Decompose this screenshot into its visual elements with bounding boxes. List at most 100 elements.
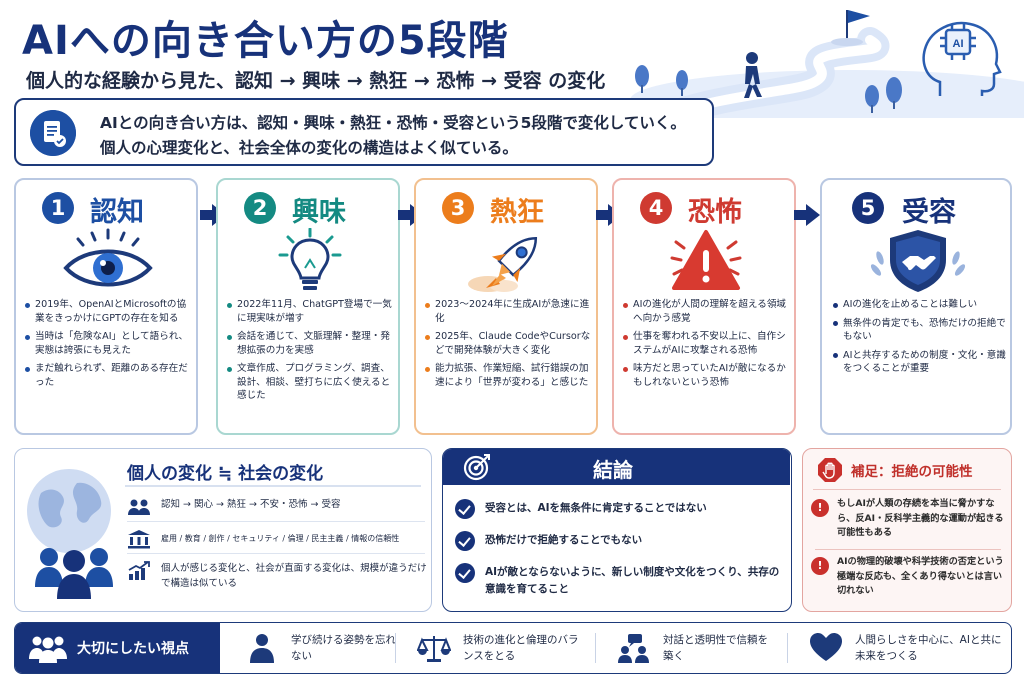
list-item: 仕事を奪われる不安以上に、自作システムがAIに攻撃される恐怖: [622, 330, 792, 357]
footer-item-text: 対話と透明性で信頼を築く: [663, 634, 768, 662]
list-item: AIの進化を止めることは難しい: [832, 298, 1008, 312]
divider: [127, 521, 425, 522]
footer-item-text: 技術の進化と倫理のバランスをとる: [463, 634, 579, 662]
conclusion-header: [443, 449, 790, 485]
intro-box: AIとの向き合い方は、認知・興味・熱狂・恐怖・受容という5段階で変化していく。 …: [14, 98, 714, 166]
tree-icon: [635, 65, 902, 113]
check-circle-icon: [455, 563, 475, 583]
check-circle-icon: [455, 531, 475, 551]
stage-title: 認知: [90, 197, 144, 228]
conclusion-item: AIが敵とならないように、新しい制度や文化をつくり、共存の意識を育てること: [455, 563, 785, 598]
dialogue-icon: [618, 634, 649, 663]
society-row: 個人が感じる変化と、社会が直面する変化は、規模が違うだけで構造は似ている: [127, 561, 427, 591]
footer-title: 大切にしたい視点: [77, 641, 189, 657]
globe-people-icon: [27, 469, 113, 599]
list-item: まだ触れられず、距離のある存在だった: [24, 362, 194, 389]
society-row: 認知 → 関心 → 熱狂 → 不安・恐怖 → 受容: [127, 497, 427, 517]
exclamation-icon: !: [811, 557, 829, 575]
stage-card-fear: 4 恐怖 AIの進化が人間の理解を超える領域へ向かう感覚 仕事を奪われる不安以上…: [612, 178, 796, 435]
heart-icon: [810, 633, 842, 661]
conclusion-item: 恐怖だけで拒絶することでもない: [455, 531, 785, 551]
divider: [395, 633, 396, 663]
note-title: 補足：拒絶の可能性: [851, 464, 973, 480]
stage-number: 5: [852, 192, 884, 224]
footer-item: 技術の進化と倫理のバランスをとる: [417, 623, 583, 673]
conclusion-item-text: AIが敵とならないように、新しい制度や文化をつくり、共存の意識を育てること: [485, 566, 780, 595]
handshake-shield-icon: [870, 230, 966, 292]
stage-card-interest: 2 興味 2022年11月、ChatGPT登場で一気に現実味が増す 会話を通じて…: [216, 178, 400, 435]
arrow-icon: [794, 204, 820, 226]
list-item: AIの進化が人間の理解を超える領域へ向かう感覚: [622, 298, 792, 325]
footer-item-text: 人間らしさを中心に、AIと共に未来をつくる: [855, 634, 1002, 662]
stage-card-acceptance: 5 受容 AIの進化を止めることは難しい 無条件の肯定でも、恐怖だけの拒絶でもな…: [820, 178, 1012, 435]
intro-text-line: 個人の心理変化と、社会全体の変化の構造はよく似ている。: [100, 139, 518, 157]
conclusion-title: 結論: [593, 458, 633, 482]
intro-text-line: AIとの向き合い方は、認知・興味・熱狂・恐怖・受容という5段階で変化していく。: [100, 114, 686, 132]
stage-title: 興味: [292, 197, 346, 228]
stage-title: 熱狂: [490, 197, 544, 228]
stop-hand-icon: [818, 458, 842, 482]
note-item: ! もしAIが人類の存続を本当に脅かすなら、反AI・反科学主義的な運動が起きる可…: [811, 497, 1007, 541]
list-item: 能力拡張、作業短縮、試行錯誤の加速により「世界が変わる」と感じた: [424, 362, 594, 389]
path-to-goal-illustration: AI: [630, 10, 1024, 118]
stage-bullet-list: 2019年、OpenAIとMicrosoftの協業をきっかけにGPTの存在を知る…: [24, 298, 194, 394]
eye-icon: [63, 228, 153, 287]
divider: [125, 485, 421, 487]
stage-bullet-list: 2023〜2024年に生成AIが急速に進化 2025年、Claude Codeや…: [424, 298, 594, 394]
society-title: 個人の変化 ≒ 社会の変化: [127, 464, 324, 484]
flag-icon: [831, 10, 870, 46]
rocket-icon: [468, 236, 538, 292]
list-item: 2025年、Claude CodeやCursorなどで開発体験が大きく変化: [424, 330, 594, 357]
note-item-text: AIの物理的破壊や科学技術の否定という極端な反応も、全くあり得ないとは言い切れな…: [837, 556, 1004, 596]
list-item: 会話を通じて、文脈理解・整理・発想拡張の力を実感: [226, 330, 396, 357]
institution-icon: [128, 530, 150, 549]
list-item: 味方だと思っていたAIが敵になるかもしれないという恐怖: [622, 362, 792, 389]
divider: [127, 553, 425, 554]
footer-item: 学び続ける姿勢を忘れない: [245, 623, 401, 673]
list-item: 文章作成、プログラミング、調査、設計、相談、壁打ちに広く使えると感じた: [226, 362, 396, 403]
stage-card-cognition: 1 認知 2019年、OpenAIとMicrosoftの協業をきっかけにGPTの…: [14, 178, 198, 435]
check-circle-icon: [455, 499, 475, 519]
people-icon: [128, 499, 150, 515]
stage-number: 3: [442, 192, 474, 224]
stage-bullet-list: AIの進化が人間の理解を超える領域へ向かう感覚 仕事を奪われる不安以上に、自作シ…: [622, 298, 792, 394]
stage-number: 2: [244, 192, 276, 224]
society-panel: 個人の変化 ≒ 社会の変化 認知 → 関心 → 熱狂 → 不安・恐怖 → 受容 …: [14, 448, 432, 612]
society-row-text: 個人が感じる変化と、社会が直面する変化は、規模が違うだけで構造は似ている: [161, 563, 427, 589]
conclusion-item: 受容とは、AIを無条件に肯定することではない: [455, 499, 785, 519]
footer-item: 人間らしさを中心に、AIと共に未来をつくる: [809, 623, 1005, 673]
walking-person-icon: [744, 52, 762, 98]
note-panel: 補足：拒絶の可能性 ! もしAIが人類の存続を本当に脅かすなら、反AI・反科学主…: [802, 448, 1012, 612]
stage-number: 4: [640, 192, 672, 224]
growth-chart-icon: [128, 561, 150, 580]
list-item: 2019年、OpenAIとMicrosoftの協業をきっかけにGPTの存在を知る: [24, 298, 194, 325]
document-check-icon: [30, 110, 76, 156]
conclusion-item-text: 恐怖だけで拒絶することでもない: [485, 534, 643, 546]
list-item: AIと共存するための制度・文化・意識をつくることが重要: [832, 349, 1008, 376]
ai-head-icon: [922, 21, 1002, 96]
footer-item-text: 学び続ける姿勢を忘れない: [291, 634, 396, 662]
group-icon: [29, 636, 67, 663]
note-item-text: もしAIが人類の存続を本当に脅かすなら、反AI・反科学主義的な運動が起きる可能性…: [837, 498, 1004, 538]
exclamation-icon: !: [811, 499, 829, 517]
warning-icon: [670, 230, 742, 290]
list-item: 無条件の肯定でも、恐怖だけの拒絶でもない: [832, 317, 1008, 344]
conclusion-panel: 結論 受容とは、AIを無条件に肯定することではない 恐怖だけで拒絶することでもな…: [442, 448, 792, 612]
page-subtitle: 個人的な経験から見た、認知 → 興味 → 熱狂 → 恐怖 → 受容 の変化: [26, 70, 606, 92]
divider: [787, 633, 788, 663]
key-perspectives-bar: 大切にしたい視点 学び続ける姿勢を忘れない 技術の進化と倫理のバランスをとる 対: [14, 622, 1012, 674]
conclusion-item-text: 受容とは、AIを無条件に肯定することではない: [485, 502, 707, 514]
learner-icon: [250, 634, 274, 663]
page-title: AIへの向き合い方の5段階: [22, 18, 509, 64]
divider: [595, 633, 596, 663]
society-row-text: 認知 → 関心 → 熱狂 → 不安・恐怖 → 受容: [161, 499, 341, 510]
stage-title: 恐怖: [688, 197, 742, 228]
divider: [813, 489, 1001, 490]
society-row-text: 雇用 / 教育 / 創作 / セキュリティ / 倫理 / 民主主義 / 情報の信…: [161, 534, 400, 543]
stage-bullet-list: 2022年11月、ChatGPT登場で一気に現実味が増す 会話を通じて、文脈理解…: [226, 298, 396, 408]
balance-scale-icon: [417, 636, 451, 662]
ai-badge-text: AI: [953, 38, 964, 50]
divider: [815, 549, 1001, 550]
list-item: 2023〜2024年に生成AIが急速に進化: [424, 298, 594, 325]
note-item: ! AIの物理的破壊や科学技術の否定という極端な反応も、全くあり得ないとは言い切…: [811, 555, 1007, 599]
